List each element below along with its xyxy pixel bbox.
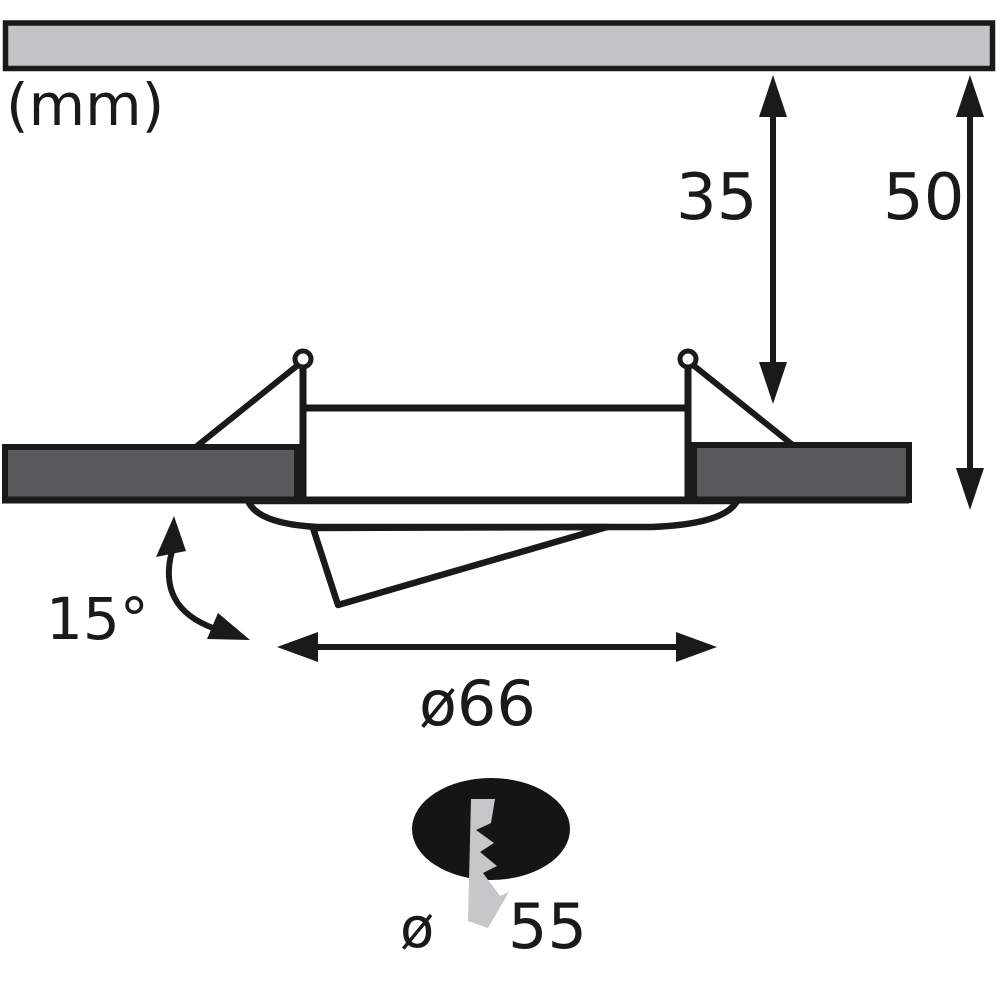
mounting-clip-right [677,348,796,449]
tilt-angle-value: 15° [46,585,149,653]
tilted-lamp-face [309,523,611,609]
cutout-diameter-icon [412,778,570,928]
tilt-angle-arrow [156,516,250,640]
recess-depth-value: 35 [676,161,758,235]
unit-label: (mm) [6,71,165,139]
trim-flange [244,497,741,531]
ceiling-slab-cross-section [2,20,996,72]
bezel-diameter-value: ø66 [419,667,536,740]
cutout-diameter-value: 55 [508,890,587,963]
ceiling-cut-panel-right [691,442,912,503]
bezel-diameter-arrow [277,632,717,662]
overall-height-value: 50 [883,161,965,235]
ceiling-cut-panel-left [2,444,300,503]
lightning-bolt-icon [468,799,509,928]
mounting-clip-left [195,348,314,449]
cutout-diameter-symbol: ø [400,896,435,961]
recess-depth-arrow [759,75,787,404]
cutout-ellipse-icon [412,778,570,880]
overall-height-arrow [956,75,984,510]
